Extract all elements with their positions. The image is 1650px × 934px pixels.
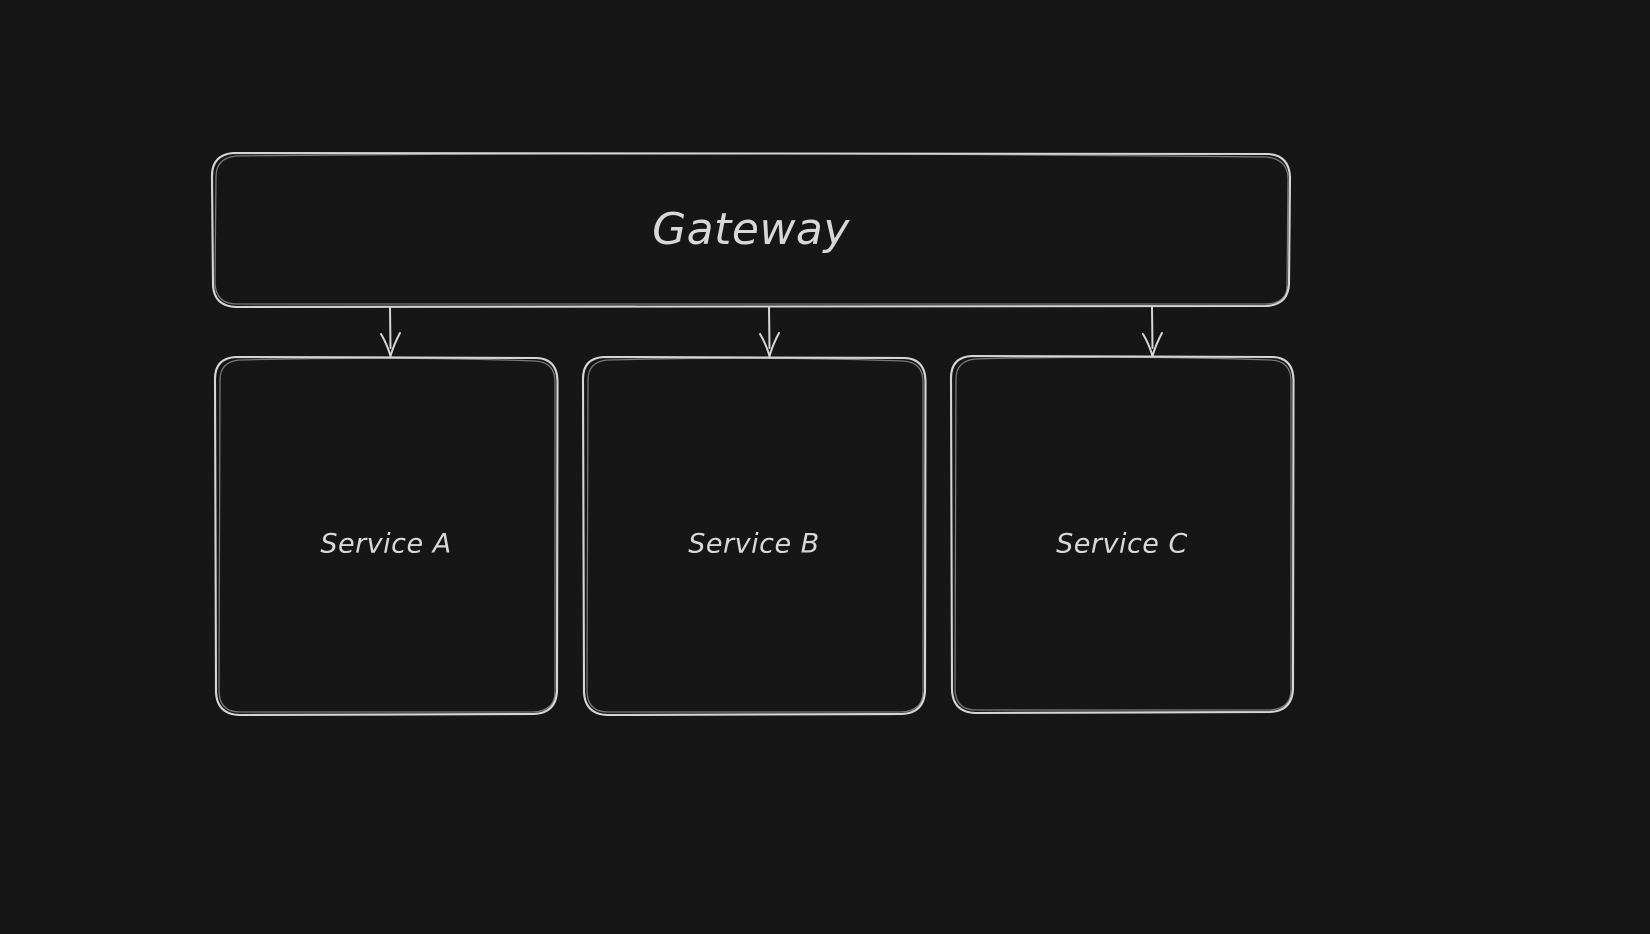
edge-gateway-service-a[interactable]: [380, 306, 401, 357]
arrow-down-icon-b: [759, 332, 780, 357]
gateway-box-outline-sketch: [214, 153, 1289, 305]
edge-gateway-service-c[interactable]: [1142, 306, 1163, 357]
node-service-b[interactable]: Service B: [581, 355, 927, 717]
edge-line-c: [1151, 306, 1154, 349]
node-gateway[interactable]: Gateway: [210, 151, 1292, 309]
node-label-gateway: Gateway: [652, 204, 850, 255]
node-label-service-c: Service C: [1056, 529, 1188, 560]
arrow-down-icon-c: [1142, 332, 1163, 357]
service-a-box-outline: [213, 355, 559, 717]
service-c-box-outline-sketch: [954, 356, 1292, 711]
node-service-a[interactable]: Service A: [213, 355, 559, 717]
node-label-service-b: Service B: [688, 529, 819, 560]
node-service-c[interactable]: Service C: [949, 354, 1295, 715]
arrow-down-icon-a: [380, 332, 401, 357]
service-b-box-outline-sketch: [586, 357, 924, 713]
node-label-service-a: Service A: [320, 529, 451, 560]
service-b-box-outline: [581, 355, 927, 717]
edge-line-a: [389, 306, 392, 349]
service-c-box-outline: [949, 354, 1295, 715]
service-a-box-outline-sketch: [218, 357, 556, 713]
edge-gateway-service-b[interactable]: [759, 306, 780, 357]
gateway-box-outline: [210, 151, 1292, 309]
edge-line-b: [768, 306, 771, 349]
